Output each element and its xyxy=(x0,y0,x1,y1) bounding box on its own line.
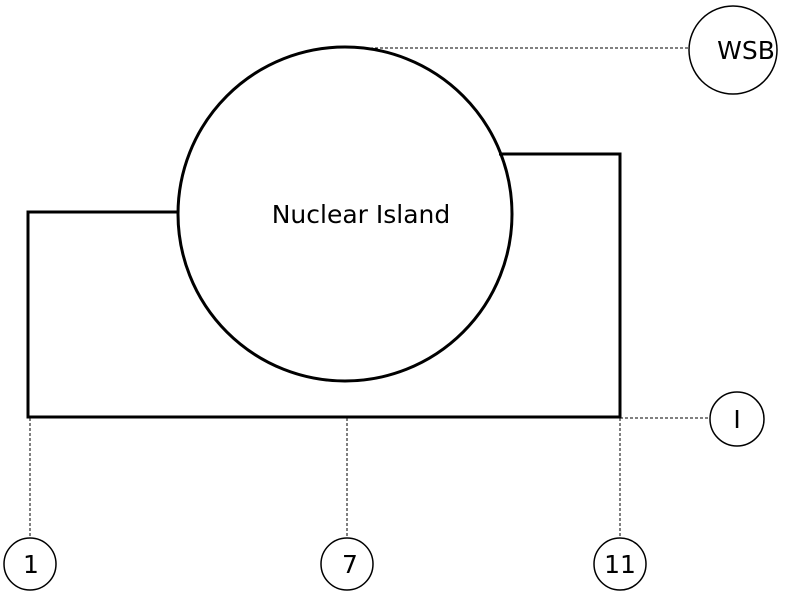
nuclear-island-label: Nuclear Island xyxy=(272,200,451,229)
wsb-tag: WSB xyxy=(688,5,778,95)
grid-11-tag: 11 xyxy=(593,537,647,591)
grid-11-tag-label: 11 xyxy=(604,550,636,579)
grid-i-tag: I xyxy=(709,391,765,447)
grid-7-tag-label: 7 xyxy=(342,550,358,579)
grid-i-tag-label: I xyxy=(733,405,740,434)
grid-7-tag: 7 xyxy=(320,537,374,591)
building-outline xyxy=(26,152,622,419)
grid-1-tag-label: 1 xyxy=(23,550,39,579)
grid-1-tag: 1 xyxy=(3,537,57,591)
wsb-tag-bubble xyxy=(688,5,778,95)
nuclear-island-circle xyxy=(176,45,514,383)
grid-11-tag-bubble xyxy=(593,537,647,591)
wsb-tag-label: WSB xyxy=(717,36,775,65)
grid-1-tag-bubble xyxy=(3,537,57,591)
grid-i-tag-bubble xyxy=(709,391,765,447)
grid-7-tag-bubble xyxy=(320,537,374,591)
